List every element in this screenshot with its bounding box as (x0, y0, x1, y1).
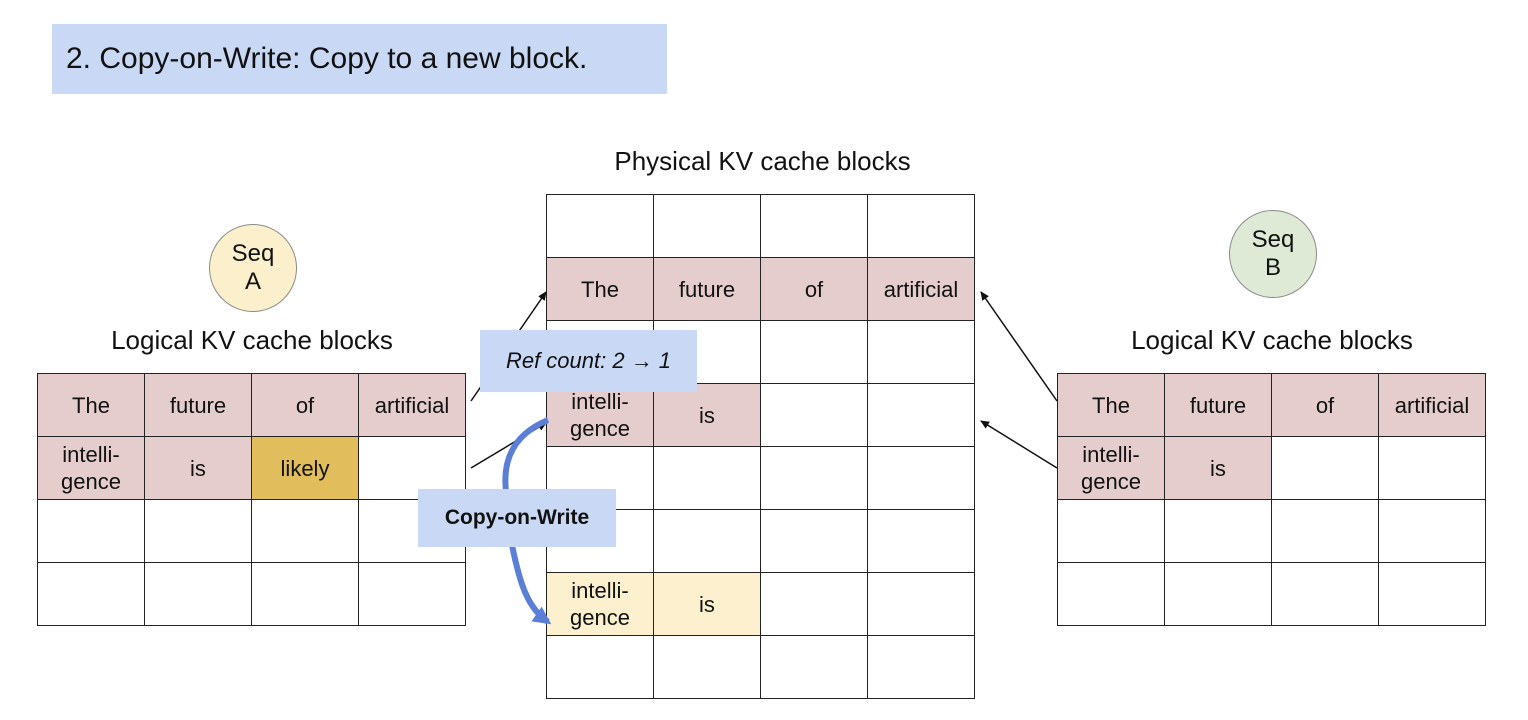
physical-blocks-label: Physical KV cache blocks (614, 146, 911, 176)
token-cell (1378, 562, 1486, 626)
seq-a-badge: Seq A (209, 224, 297, 312)
token-cell: of (1271, 373, 1379, 437)
token-cell: is (653, 383, 761, 447)
token-cell: intelli-gence (37, 436, 145, 500)
token-cell (760, 572, 868, 636)
token-cell (1271, 436, 1379, 500)
token-cell (546, 635, 654, 699)
seq-b-line2: B (1264, 254, 1281, 281)
token-cell (760, 635, 868, 699)
title-text: 2. Copy-on-Write: Copy to a new block. (66, 42, 588, 75)
title-banner: 2. Copy-on-Write: Copy to a new block. (52, 24, 667, 94)
token-cell (1271, 562, 1379, 626)
ref-count-callout: Ref count: 2 → 1 (480, 330, 697, 392)
token-cell (653, 509, 761, 573)
token-cell (144, 562, 252, 626)
arrow-b-block0 (980, 291, 1058, 402)
seq-a-line1: Seq (231, 240, 275, 267)
token-cell (867, 383, 975, 447)
token-cell (144, 499, 252, 563)
logical-b-label: Logical KV cache blocks (1131, 325, 1413, 355)
block-row (1057, 499, 1486, 563)
token-cell: artificial (867, 257, 975, 321)
token-cell: future (144, 373, 252, 437)
token-cell (760, 383, 868, 447)
token-cell (358, 562, 466, 626)
copy-on-write-callout: Copy-on-Write (418, 489, 616, 547)
token-cell (546, 194, 654, 258)
token-cell (1164, 562, 1272, 626)
block-row (546, 194, 975, 258)
token-cell (867, 194, 975, 258)
token-cell (867, 509, 975, 573)
copy-on-write-text: Copy-on-Write (444, 506, 590, 529)
token-cell (867, 320, 975, 384)
token-cell: is (144, 436, 252, 500)
block-row (1057, 562, 1486, 626)
token-cell (760, 509, 868, 573)
token-cell (1057, 499, 1165, 563)
token-cell (867, 446, 975, 510)
block-row (546, 446, 975, 510)
token-cell (653, 446, 761, 510)
token-cell: intelli-gence (546, 383, 654, 447)
seq-a-line2: A (244, 268, 261, 295)
block-row (546, 635, 975, 699)
seq-b-badge: Seq B (1229, 210, 1317, 298)
cow-arrow-bottom (509, 544, 552, 625)
token-cell: intelli-gence (546, 572, 654, 636)
token-cell: The (546, 257, 654, 321)
token-cell (251, 562, 359, 626)
token-cell (760, 194, 868, 258)
token-cell (760, 446, 868, 510)
token-cell (653, 194, 761, 258)
ref-count-text: Ref count: 2 → 1 (505, 348, 672, 373)
token-cell: intelli-gence (1057, 436, 1165, 500)
token-cell (37, 562, 145, 626)
token-cell: likely (251, 436, 359, 500)
token-cell: The (1057, 373, 1165, 437)
token-cell: artificial (358, 373, 466, 437)
token-cell: The (37, 373, 145, 437)
token-cell: future (653, 257, 761, 321)
token-cell (1378, 499, 1486, 563)
token-cell (1057, 562, 1165, 626)
logical-a-label: Logical KV cache blocks (111, 325, 393, 355)
block-row (37, 499, 466, 563)
arrow-a-block1 (470, 422, 547, 469)
token-cell: artificial (1378, 373, 1486, 437)
token-cell: future (1164, 373, 1272, 437)
token-cell: of (251, 373, 359, 437)
arrow-b-block1 (980, 420, 1058, 469)
token-cell: of (760, 257, 868, 321)
token-cell: is (653, 572, 761, 636)
token-cell: is (1164, 436, 1272, 500)
token-cell (867, 635, 975, 699)
block-row (37, 562, 466, 626)
token-cell (867, 572, 975, 636)
seq-b-line1: Seq (1251, 226, 1295, 253)
token-cell (760, 320, 868, 384)
token-cell (1378, 436, 1486, 500)
token-cell (1271, 499, 1379, 563)
token-cell (653, 635, 761, 699)
token-cell (1164, 499, 1272, 563)
token-cell (37, 499, 145, 563)
token-cell (251, 499, 359, 563)
